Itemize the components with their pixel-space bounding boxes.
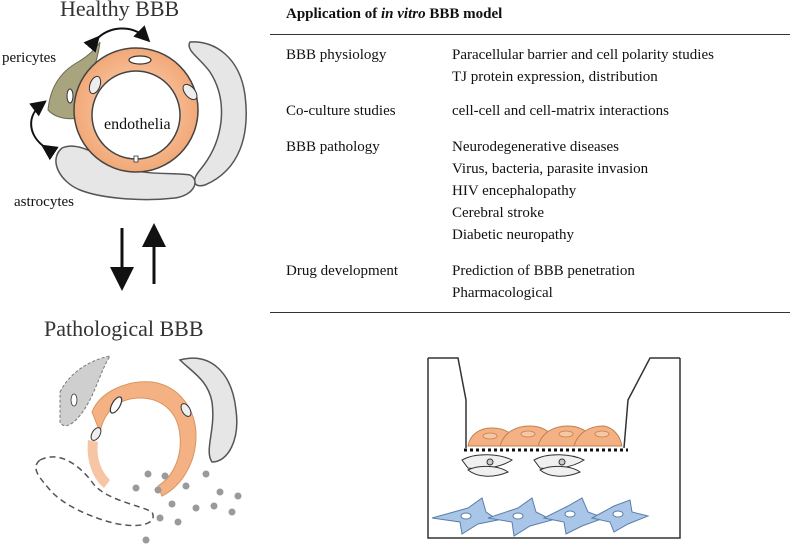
- row-item: Cerebral stroke: [452, 205, 545, 221]
- row-item: Virus, bacteria, parasite invasion: [452, 161, 649, 177]
- pericyte-layer: [461, 454, 585, 477]
- particle: [154, 486, 162, 494]
- row-category: Co-culture studies: [286, 103, 396, 119]
- broken-endothelium: [91, 381, 197, 497]
- outer-well: [427, 358, 681, 539]
- table-bottom-rule: [270, 312, 790, 313]
- particle: [182, 482, 190, 490]
- astrocytes-label: astrocytes: [14, 194, 74, 210]
- row-item: Prediction of BBB penetration: [452, 263, 635, 279]
- endothelial-monolayer: [467, 425, 623, 447]
- pathological-bbb-title: Pathological BBB: [44, 316, 204, 341]
- pericyte-nucleus-pathological: [70, 393, 78, 407]
- row-item: HIV encephalopathy: [452, 183, 577, 199]
- mitochondria-left: [88, 75, 102, 95]
- astrocyte-right: [188, 41, 247, 187]
- particle: [144, 470, 152, 478]
- row-items: Paracellular barrier and cell polarity s…: [452, 44, 714, 88]
- row-item: TJ protein expression, distribution: [452, 69, 658, 85]
- row-items: Neurodegenerative diseases Virus, bacter…: [452, 136, 648, 246]
- mitochondria-right: [182, 83, 198, 101]
- row-items: Prediction of BBB penetration Pharmacolo…: [452, 260, 635, 304]
- insert-wall-left: [428, 357, 467, 448]
- detached-pericyte: [59, 355, 112, 427]
- transwell-insert-diagram: [427, 357, 681, 539]
- table-title: Application of in vitro BBB model: [286, 6, 502, 23]
- bottom-astrocyte-layer: [431, 497, 650, 537]
- particle: [216, 488, 224, 496]
- row-category: Drug development: [286, 263, 399, 279]
- detached-astrocyte: [35, 456, 154, 527]
- astrocyte-right-pathological: [178, 357, 238, 463]
- endothelial-nucleus-pathological: [109, 396, 123, 414]
- tight-junction: [133, 155, 139, 163]
- particle: [234, 492, 242, 500]
- particle: [156, 514, 164, 522]
- particle: [228, 508, 236, 516]
- vessel-lumen: [91, 70, 181, 160]
- row-items: cell-cell and cell-matrix interactions: [452, 100, 669, 122]
- particle: [161, 472, 169, 480]
- pericyte-nucleus: [66, 88, 74, 104]
- table-title-suffix: BBB model: [425, 6, 503, 22]
- row-item: cell-cell and cell-matrix interactions: [452, 103, 669, 119]
- particle: [192, 504, 200, 512]
- particle: [168, 500, 176, 508]
- pericytes-label: pericytes: [2, 50, 57, 66]
- row-item: Diabetic neuropathy: [452, 227, 575, 243]
- healthy-bbb-diagram: [29, 25, 247, 201]
- particle: [142, 536, 150, 544]
- mitochondria-pathological-right: [180, 403, 192, 417]
- row-item: Neurodegenerative diseases: [452, 139, 620, 155]
- insert-wall-right: [623, 357, 680, 449]
- row-item: Paracellular barrier and cell polarity s…: [452, 47, 714, 63]
- endothelial-nucleus: [128, 55, 152, 65]
- table-title-italic: in vitro: [381, 6, 426, 22]
- astrocyte-pericyte-arrow: [29, 100, 59, 161]
- endothelia-label: endothelia: [104, 116, 171, 133]
- leaked-particles: [132, 470, 242, 544]
- pericyte-endothelium-arrow: [83, 25, 151, 53]
- particle: [132, 484, 140, 492]
- table-title-prefix: Application of: [286, 6, 382, 22]
- row-category: BBB pathology: [286, 139, 380, 155]
- row-category: BBB physiology: [286, 47, 387, 63]
- row-item: Pharmacological: [452, 285, 553, 301]
- particle: [202, 470, 210, 478]
- table-top-rule: [270, 34, 790, 35]
- broken-endothelium-lower: [87, 440, 110, 488]
- pathological-bbb-diagram: [35, 355, 242, 544]
- particle: [210, 502, 218, 510]
- healthy-bbb-title: Healthy BBB: [60, 0, 180, 21]
- mitochondria-pathological-left: [90, 427, 102, 441]
- particle: [174, 518, 182, 526]
